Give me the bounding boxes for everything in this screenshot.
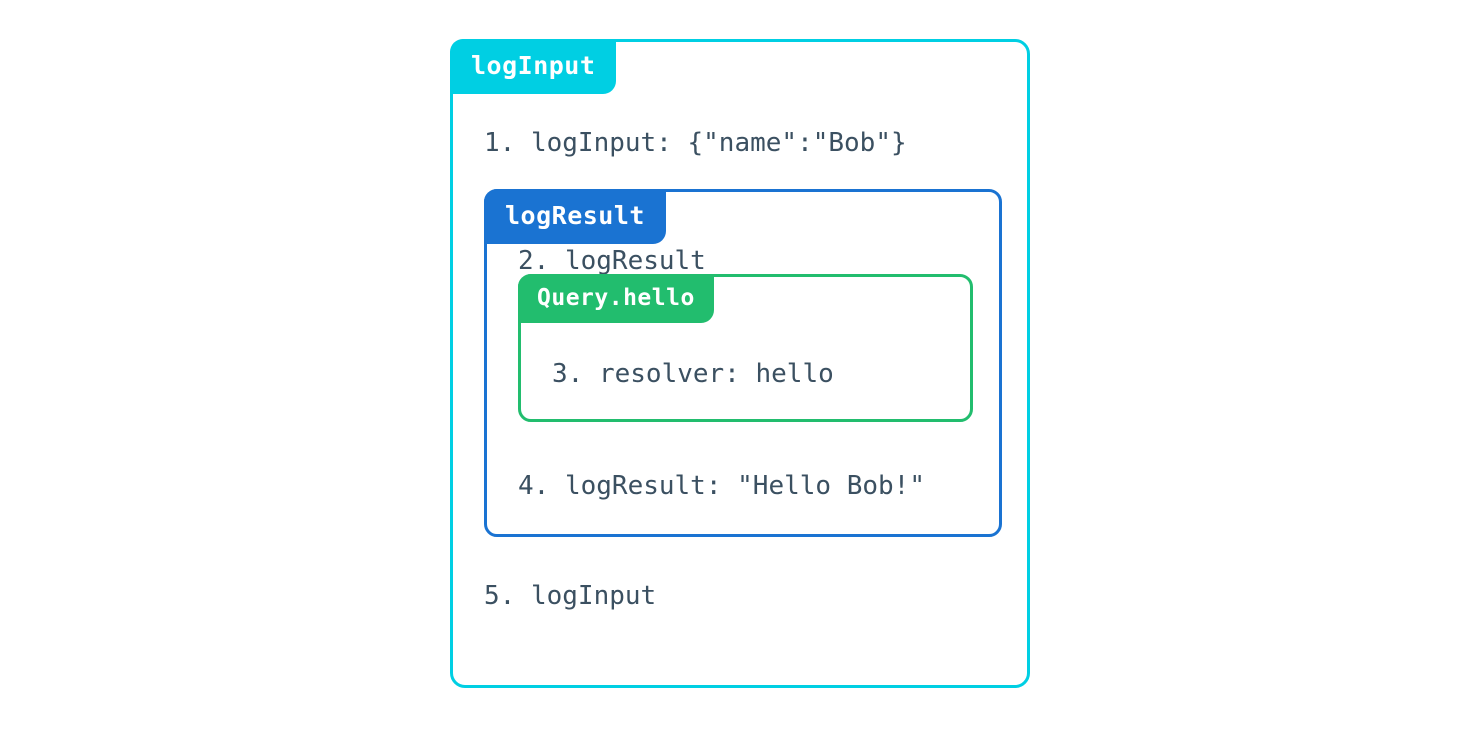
trace-box-query-hello: Query.hello 3. resolver: hello: [518, 274, 973, 422]
query-hello-body: 3. resolver: hello: [521, 277, 970, 419]
trace-line-4: 4. logResult: "Hello Bob!": [518, 471, 925, 501]
trace-line-2: 2. logResult: [518, 246, 706, 276]
trace-line-1: 1. logInput: {"name":"Bob"}: [484, 128, 907, 158]
logresult-body: 2. logResult Query.hello 3. resolver: he…: [487, 192, 999, 534]
box-tab-loginput[interactable]: logInput: [450, 39, 617, 94]
trace-box-loginput: logInput 1. logInput: {"name":"Bob"} log…: [450, 39, 1030, 688]
loginput-body: 1. logInput: {"name":"Bob"} logResult 2.…: [453, 42, 1027, 609]
box-tab-query-hello[interactable]: Query.hello: [518, 274, 714, 323]
spacer: [453, 156, 1027, 189]
box-tab-logresult[interactable]: logResult: [484, 189, 666, 244]
trace-box-logresult: logResult 2. logResult Query.hello 3. re…: [484, 189, 1002, 537]
trace-line-3: 3. resolver: hello: [552, 359, 834, 389]
trace-line-5: 5. logInput: [484, 581, 657, 611]
